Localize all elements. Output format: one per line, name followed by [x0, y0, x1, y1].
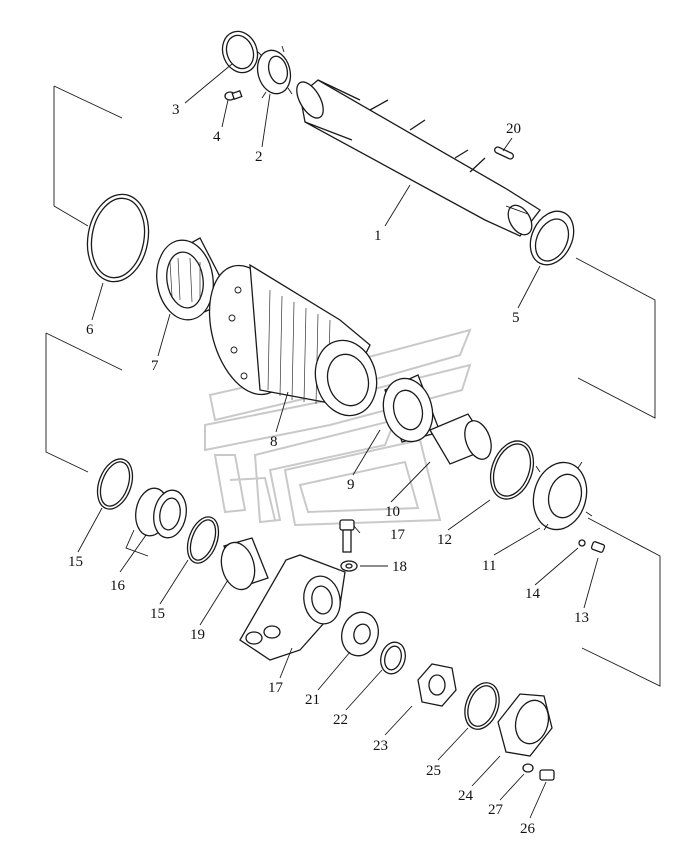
spacer-22-part: [341, 611, 379, 657]
callout-12: 12: [437, 532, 452, 548]
bracket-part: [239, 554, 346, 661]
callout-9: 9: [347, 477, 355, 493]
callout-14: 14: [525, 586, 541, 602]
callout-10: 10: [385, 504, 400, 520]
bolt-27-part: [539, 769, 555, 781]
callout-3: 3: [172, 102, 180, 118]
snap-ring-part: [221, 30, 259, 74]
callout-16: 16: [110, 578, 126, 594]
bolt-18-part: [339, 519, 355, 553]
callout-4: 4: [213, 129, 221, 145]
small-screw-part: [224, 89, 243, 101]
callout-6: 6: [86, 322, 94, 338]
callout-18: 17: [390, 527, 406, 543]
ring-23-part: [380, 641, 406, 675]
leader-lines: [77, 63, 599, 819]
seal-ring-part: [529, 210, 575, 266]
key-part: [494, 146, 514, 160]
lock-nut-part: [256, 45, 293, 99]
callout-7: 7: [151, 358, 159, 374]
callout-24: 23: [373, 738, 388, 754]
seal-assembly-part: [125, 487, 187, 557]
bushing-part: [220, 537, 269, 591]
bolt-and-washer-part: [578, 539, 606, 553]
callout-28: 27: [488, 802, 504, 818]
o-ring-part: [489, 440, 535, 500]
callout-11: 11: [482, 558, 496, 574]
boundary-lines: [45, 85, 661, 687]
callout-19: 18: [392, 559, 407, 575]
callout-labels: 3 4 2 20 1 5 6 7 8 9 10 12 11 14 13 15 1…: [68, 102, 589, 837]
washer-28-part: [522, 763, 534, 773]
callout-13: 13: [574, 610, 589, 626]
sleeve-part: [429, 413, 492, 465]
callout-23: 22: [333, 712, 348, 728]
large-snap-ring-part: [86, 193, 150, 283]
callout-25: 24: [458, 788, 474, 804]
callout-21: 20: [506, 121, 521, 137]
washer-19-part: [340, 560, 358, 572]
callout-22: 21: [305, 692, 320, 708]
callout-27: 26: [520, 821, 536, 837]
callout-5: 5: [512, 310, 520, 326]
cover-part: [497, 693, 553, 757]
callout-20: 19: [190, 627, 205, 643]
callout-8: 8: [270, 434, 278, 450]
callout-1: 1: [374, 228, 382, 244]
callout-15-right: 15: [150, 606, 165, 622]
callout-17: 17: [268, 680, 284, 696]
castle-nut-part: [532, 461, 593, 531]
o-ring-small-part: [96, 458, 220, 564]
shaft-part: [296, 79, 541, 237]
hub-part: [208, 263, 378, 417]
nut-24-part: [417, 663, 457, 707]
callout-26: 25: [426, 763, 441, 779]
callout-2: 2: [255, 149, 263, 165]
callout-15-left: 15: [68, 554, 83, 570]
bearing-part: [382, 374, 441, 443]
o-ring-26-part: [464, 682, 500, 730]
